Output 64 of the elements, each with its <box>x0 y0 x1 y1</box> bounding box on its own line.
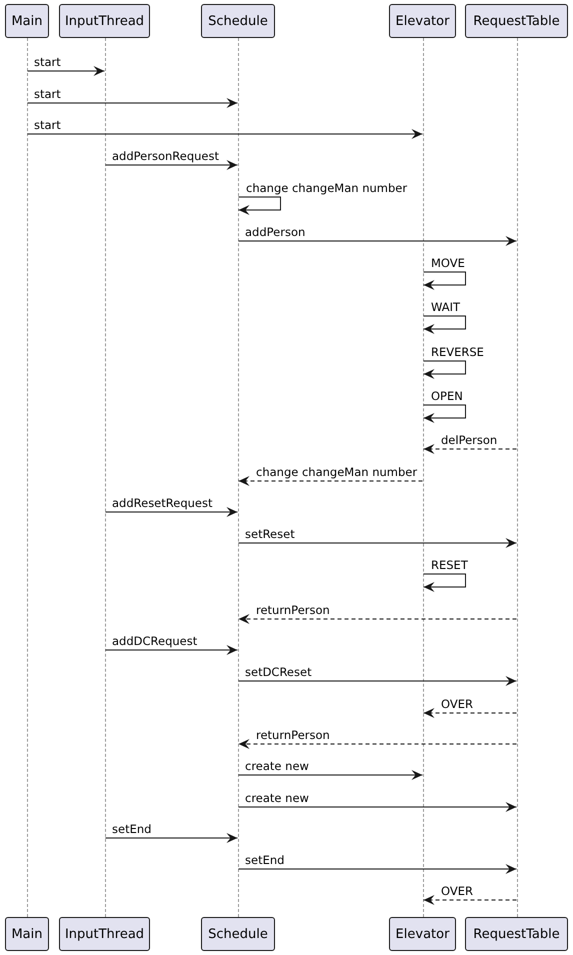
lifeline <box>516 38 518 917</box>
message-arrow <box>27 98 238 108</box>
message-label: change changeMan number <box>256 465 418 479</box>
message-label: start <box>34 55 61 69</box>
self-message-arrow <box>423 360 466 379</box>
message-arrow <box>238 236 517 246</box>
message-label: returnPerson <box>256 728 330 742</box>
participant-box: InputThread <box>59 4 150 38</box>
message-arrow <box>238 864 517 874</box>
message-label: start <box>34 87 61 101</box>
message-label: OPEN <box>431 389 463 403</box>
message-label: start <box>34 118 61 132</box>
message-label: REVERSE <box>431 345 484 359</box>
message-label: create new <box>245 791 309 805</box>
message-label: OVER <box>441 697 473 711</box>
message-label: addPersonRequest <box>112 149 220 163</box>
message-arrow <box>423 444 517 454</box>
lifeline <box>422 38 424 917</box>
message-label: setReset <box>245 527 295 541</box>
message-arrow <box>105 645 238 655</box>
message-label: setDCReset <box>245 665 312 679</box>
message-arrow <box>27 129 423 139</box>
message-label: change changeMan number <box>246 181 408 195</box>
message-label: OVER <box>441 884 473 898</box>
participant-box: RequestTable <box>465 917 568 951</box>
participant-box: Elevator <box>389 4 456 38</box>
participant-box: Elevator <box>389 917 456 951</box>
message-label: addDCRequest <box>112 634 198 648</box>
lifeline <box>26 38 28 917</box>
message-label: WAIT <box>431 300 460 314</box>
participant-box: RequestTable <box>465 4 568 38</box>
message-arrow <box>105 160 238 170</box>
message-arrow <box>105 833 238 843</box>
message-label: addPerson <box>245 225 306 239</box>
message-label: create new <box>245 759 309 773</box>
participant-box: InputThread <box>59 917 150 951</box>
message-label: setEnd <box>112 822 152 836</box>
message-arrow <box>238 676 517 686</box>
participant-box: Main <box>5 4 49 38</box>
self-message-arrow <box>423 272 466 290</box>
message-arrow <box>105 507 238 517</box>
message-label: setEnd <box>245 853 284 867</box>
message-arrow <box>238 802 517 812</box>
message-arrow <box>238 739 517 749</box>
participant-box: Main <box>5 917 49 951</box>
self-message-arrow <box>423 316 466 334</box>
message-label: addResetRequest <box>112 496 212 510</box>
participant-box: Schedule <box>201 4 275 38</box>
message-arrow <box>423 708 517 718</box>
self-message-arrow <box>238 196 281 215</box>
self-message-arrow <box>423 404 466 423</box>
message-arrow <box>238 770 423 780</box>
message-label: RESET <box>431 558 468 572</box>
message-label: MOVE <box>431 256 465 270</box>
participant-box: Schedule <box>201 917 275 951</box>
message-arrow <box>27 66 105 76</box>
message-arrow <box>238 476 423 486</box>
self-message-arrow <box>423 574 466 592</box>
message-arrow <box>238 538 517 548</box>
message-arrow <box>238 614 517 624</box>
message-label: delPerson <box>441 433 498 447</box>
message-label: returnPerson <box>256 603 330 617</box>
message-arrow <box>423 895 517 905</box>
lifeline <box>104 38 106 917</box>
